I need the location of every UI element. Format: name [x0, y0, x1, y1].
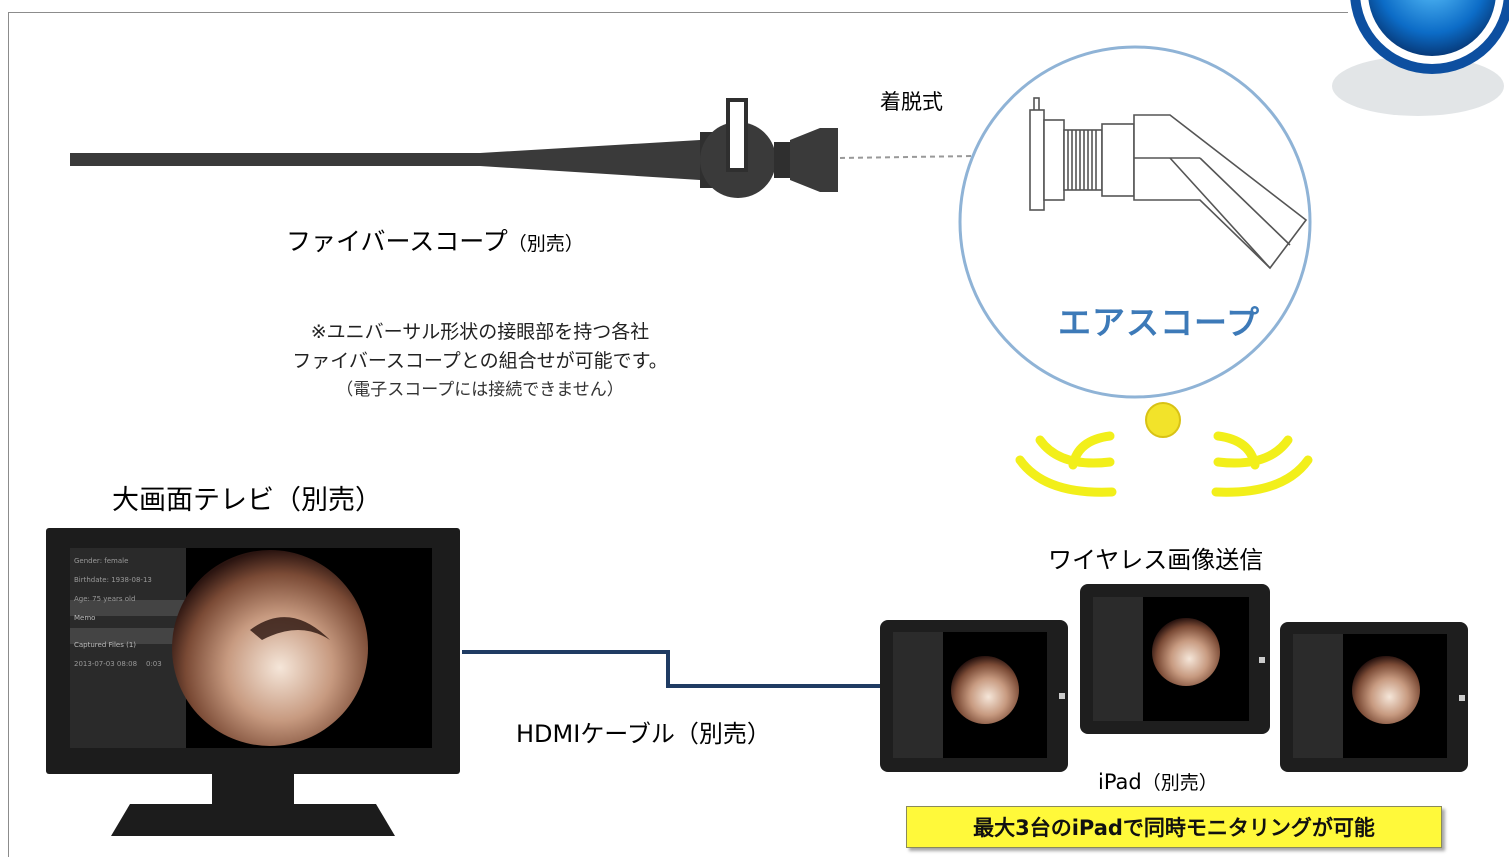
- fiberscope-illustration: [70, 98, 838, 198]
- wireless-signal-icon: [1015, 431, 1313, 497]
- ipad-label: iPad（別売）: [1098, 770, 1218, 794]
- frame-left-border: [8, 12, 9, 857]
- note-line-1: ※ユニバーサル形状の接眼部を持つ各社: [310, 321, 650, 343]
- frame-top-border: [8, 12, 1348, 13]
- tv-captured: Captured Files (1): [74, 641, 137, 649]
- note-line-2: ファイバースコープとの組合せが可能です。: [292, 350, 668, 372]
- airscope-label: エアスコープ: [1058, 303, 1261, 342]
- tv-row-birthdate: Birthdate: 1938-08-13: [74, 576, 152, 584]
- hdmi-cable-line: [462, 650, 880, 688]
- tv-memo: Memo: [74, 614, 96, 622]
- brand-logo: [1332, 0, 1509, 116]
- fiberscope-label: ファイバースコープ（別売）: [286, 227, 584, 256]
- tv-monitor: [46, 528, 460, 836]
- wireless-label: ワイヤレス画像送信: [1048, 546, 1264, 574]
- tv-label: 大画面テレビ（別売）: [112, 485, 382, 516]
- signal-source-dot: [1145, 402, 1181, 438]
- compatibility-note: ※ユニバーサル形状の接眼部を持つ各社 ファイバースコープとの組合せが可能です。 …: [200, 318, 760, 405]
- tv-row-gender: Gender: female: [74, 557, 129, 565]
- ipad-left: [880, 620, 1068, 772]
- note-line-3: （電子スコープには接続できません）: [336, 380, 624, 400]
- ipad-center: [1080, 584, 1270, 734]
- ipad-right: [1280, 622, 1468, 772]
- airscope-device: [1029, 97, 1308, 270]
- tv-screen-sidebar: Gender: female Birthdate: 1938-08-13 Age…: [74, 552, 184, 674]
- tv-file-row: 2013-07-03 08:08 0:03: [74, 660, 162, 668]
- connection-dashed-line: [839, 155, 976, 159]
- airscope-circle: [958, 45, 1312, 399]
- tv-row-age: Age: 75 years old: [74, 595, 136, 603]
- detachable-label: 着脱式: [880, 90, 943, 114]
- max-ipads-banner: 最大3台のiPadで同時モニタリングが可能: [906, 806, 1442, 848]
- hdmi-label: HDMIケーブル（別売）: [516, 720, 771, 748]
